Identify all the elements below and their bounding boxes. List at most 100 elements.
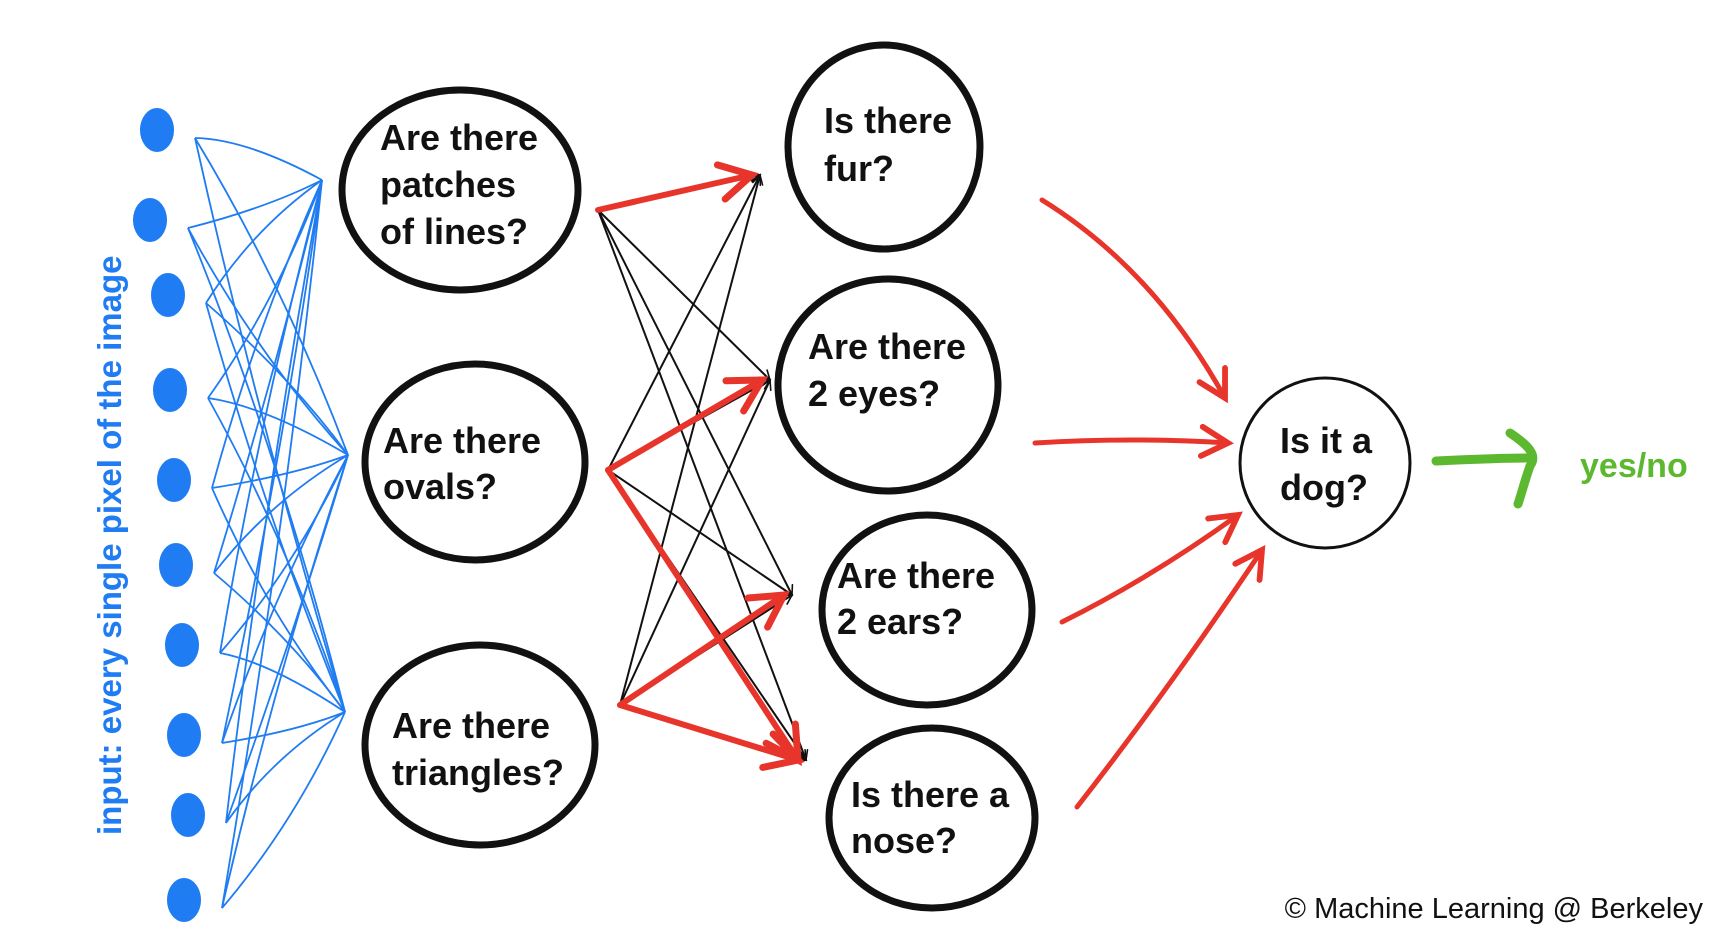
input-pixel-dot xyxy=(167,878,201,922)
node-label: Are there ovals? xyxy=(383,420,551,507)
node-circle xyxy=(784,41,984,253)
node-ears: Are there 2 ears? xyxy=(818,511,1036,709)
node-ovals: Are there ovals? xyxy=(361,360,589,564)
node-label-line: nose? xyxy=(851,820,957,861)
node-label: Are there triangles? xyxy=(392,705,564,793)
input-connection xyxy=(219,652,346,713)
node-label-line: Are there xyxy=(380,117,538,158)
node-circle xyxy=(818,511,1036,709)
node-label-line: triangles? xyxy=(392,752,564,793)
input-pixel-dot xyxy=(140,108,174,152)
node-label: Are there 2 eyes? xyxy=(808,326,976,414)
input-connection xyxy=(213,454,349,574)
node-fur: Is there fur? xyxy=(784,41,984,253)
node-label-line: dog? xyxy=(1280,467,1368,508)
node-label-line: Are there xyxy=(383,420,541,461)
layer2-to-output-connections xyxy=(1032,197,1262,810)
node-label-line: Are there xyxy=(808,326,966,367)
node-nose: Is there a nose? xyxy=(825,724,1039,912)
node-circle xyxy=(774,275,1002,495)
node-patches-of-lines: Are there patches of lines? xyxy=(338,86,582,294)
node-label-line: Are there xyxy=(837,555,995,596)
node-label-line: Is there a xyxy=(851,774,1010,815)
node-is-it-a-dog: Is it a dog? xyxy=(1238,376,1412,550)
input-connection xyxy=(221,711,346,909)
input-connection xyxy=(187,179,323,229)
input-pixel-dot xyxy=(153,368,187,412)
node-label: Is there a nose? xyxy=(851,774,1019,861)
black-connection xyxy=(607,173,762,471)
input-pixel-dot xyxy=(165,623,199,667)
node-eyes: Are there 2 eyes? xyxy=(774,275,1002,495)
node-label-line: patches xyxy=(380,164,516,205)
input-connection xyxy=(221,179,323,909)
node-label-line: 2 eyes? xyxy=(808,373,940,414)
black-connection xyxy=(597,209,794,597)
red-connection xyxy=(617,595,784,708)
node-label-line: Is it a xyxy=(1280,420,1373,461)
layer1-to-layer2-red-connections xyxy=(595,175,798,760)
input-connection xyxy=(221,179,323,744)
input-pixel-dot xyxy=(159,543,193,587)
input-connection xyxy=(211,179,323,489)
input-connection xyxy=(194,137,349,456)
node-label-line: ovals? xyxy=(383,466,497,507)
input-pixel-dot xyxy=(171,793,205,837)
input-connection xyxy=(205,179,323,304)
input-connection xyxy=(225,179,323,824)
input-connection xyxy=(207,397,349,456)
input-connection xyxy=(205,302,346,713)
input-connection xyxy=(207,179,323,399)
copyright-text: © Machine Learning @ Berkeley xyxy=(1285,893,1704,925)
node-circle xyxy=(1238,376,1412,550)
input-connection xyxy=(221,454,349,909)
output-label: yes/no xyxy=(1580,447,1688,485)
output-arrow-head xyxy=(1505,428,1538,509)
input-connection xyxy=(194,137,323,181)
node-circle xyxy=(825,724,1039,912)
red-output-connection xyxy=(1074,550,1262,810)
node-label: Is there fur? xyxy=(824,100,962,189)
input-connection xyxy=(221,454,349,744)
output-arrow xyxy=(1431,453,1533,466)
input-connection xyxy=(211,454,349,489)
red-connection xyxy=(617,702,798,760)
input-connection xyxy=(205,302,349,456)
red-output-connection xyxy=(1059,515,1238,625)
node-circle xyxy=(338,86,582,294)
input-pixel-dot xyxy=(157,458,191,502)
node-label: Are there patches of lines? xyxy=(380,117,548,252)
node-label-line: 2 ears? xyxy=(837,601,963,642)
input-connection xyxy=(187,227,349,456)
input-pixel-dot xyxy=(133,198,167,242)
node-label-line: of lines? xyxy=(380,211,528,252)
input-connection xyxy=(207,397,346,713)
black-connection xyxy=(619,173,764,706)
red-connection xyxy=(605,380,762,473)
red-output-connection xyxy=(1032,440,1228,443)
input-label: input: every single pixel of the image xyxy=(91,256,128,835)
node-label: Is it a dog? xyxy=(1280,420,1382,508)
input-connection xyxy=(219,179,323,654)
node-circle xyxy=(361,641,599,849)
node-label-line: Are there xyxy=(392,705,550,746)
node-label-line: fur? xyxy=(824,148,894,189)
layer1-to-layer2-black-connections xyxy=(597,171,809,764)
red-output-connection xyxy=(1039,197,1225,398)
input-pixel-dot xyxy=(167,713,201,757)
node-triangles: Are there triangles? xyxy=(361,641,599,849)
red-connection xyxy=(595,175,752,213)
node-label-line: Is there xyxy=(824,100,952,141)
input-pixel-dot xyxy=(151,273,185,317)
input-connection xyxy=(219,454,349,654)
input-to-layer1-connections xyxy=(187,137,349,909)
input-pixel-nodes xyxy=(133,108,205,922)
input-connection xyxy=(221,711,346,744)
red-connection xyxy=(605,467,798,760)
input-connection xyxy=(225,711,346,824)
node-circle xyxy=(361,360,589,564)
node-label: Are there 2 ears? xyxy=(837,555,1005,642)
input-connection xyxy=(187,227,346,713)
